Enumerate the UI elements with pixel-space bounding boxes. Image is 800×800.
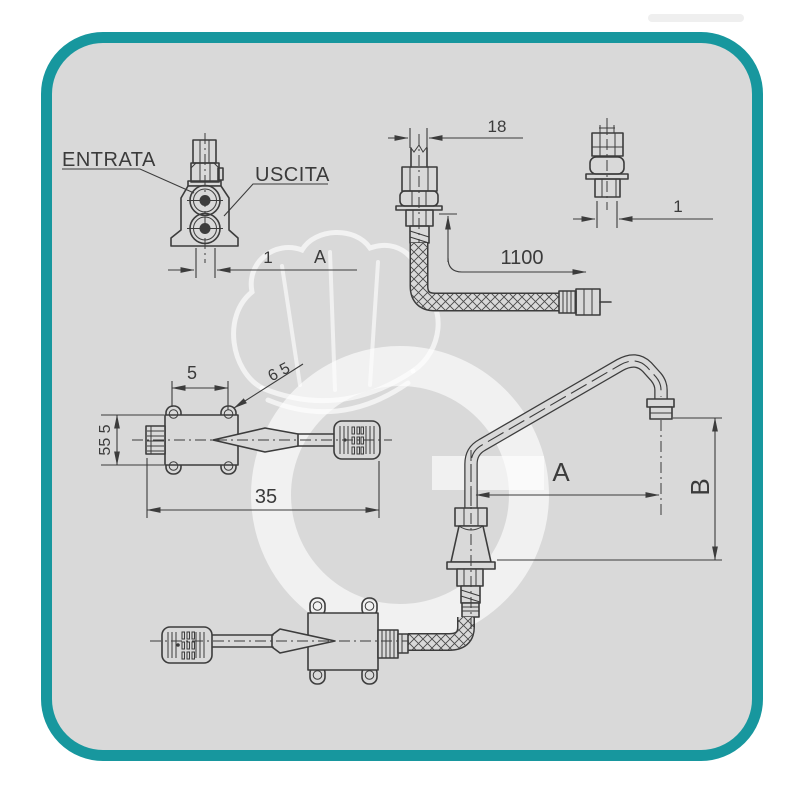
- valve-front-view: ENTRATA USCITA 1 A: [62, 133, 357, 278]
- dim-hose-fitting-width: 18: [488, 117, 507, 136]
- dim-pedal-hole: 6 5: [265, 360, 293, 385]
- hose-assembly-view: 18 1100: [388, 117, 612, 316]
- union-fitting-view: 1: [573, 118, 713, 228]
- dim-pedal-hole-offset: 5: [187, 363, 197, 383]
- dim-valve-span: A: [314, 247, 326, 267]
- faint-smudge: [648, 14, 744, 22]
- dim-pedal-length: 35: [255, 486, 277, 508]
- dim-spout-height: B: [685, 478, 715, 495]
- inlet-label: ENTRATA: [62, 149, 156, 171]
- dim-spout-reach: A: [552, 457, 570, 487]
- spout-and-pedal-assembly-view: A B: [150, 354, 722, 685]
- dim-valve-offset: 1: [263, 248, 272, 267]
- outlet-label: USCITA: [255, 164, 330, 186]
- chef-hat-g-logo-watermark-icon: [231, 230, 549, 644]
- dim-union-width: 1: [673, 197, 682, 216]
- dim-hose-length: 1100: [500, 247, 543, 269]
- dim-pedal-body: 55 5: [97, 424, 114, 455]
